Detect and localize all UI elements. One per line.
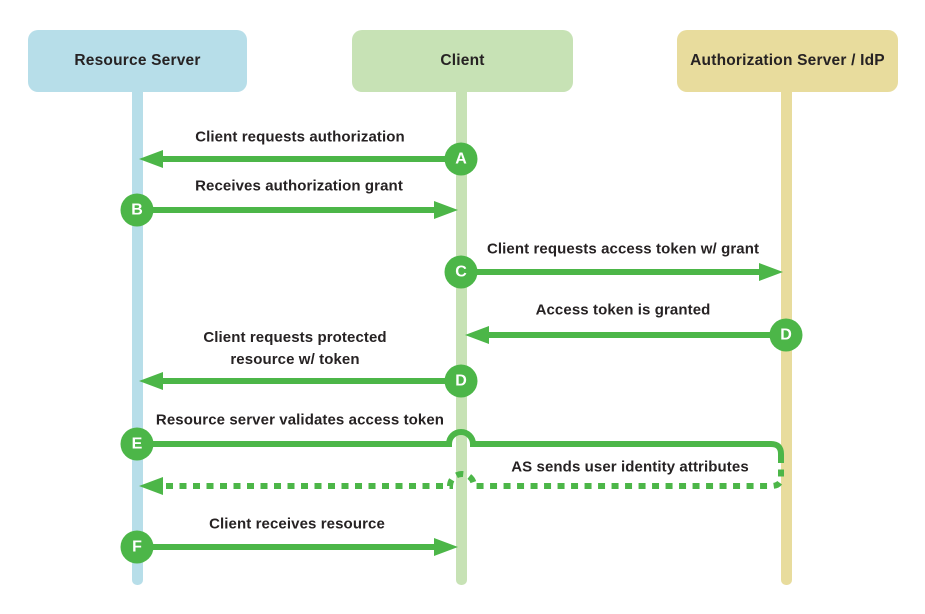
message-label-c: Client requests access token w/ grant — [486, 240, 760, 258]
message-label-a: Client requests authorization — [195, 128, 405, 146]
arrow-return-dashed-line — [162, 456, 784, 489]
actor-resource-server: Resource Server — [28, 30, 247, 92]
step-letter-f: F — [132, 538, 142, 555]
step-letter-d1: D — [780, 326, 792, 343]
arrow-c-head — [759, 263, 783, 281]
arrow-return-dashed-head — [139, 477, 163, 495]
actor-resource-server-label: Resource Server — [74, 52, 201, 69]
actor-auth-server: Authorization Server / IdP — [677, 30, 898, 92]
message-label-b: Receives authorization grant — [195, 177, 403, 195]
step-letter-c: C — [455, 263, 467, 280]
message-label-return: AS sends user identity attributes — [511, 458, 749, 476]
arrow-e-line — [137, 429, 784, 456]
lifeline-resource-server — [131, 92, 143, 585]
message-label-f: Client receives resource — [209, 515, 385, 533]
step-badge-a: A — [444, 142, 478, 176]
arrow-f-head — [434, 538, 458, 556]
message-label-e: Resource server validates access token — [155, 411, 445, 429]
step-letter-b: B — [131, 201, 143, 218]
arrow-b-head — [434, 201, 458, 219]
step-letter-d2: D — [455, 372, 467, 389]
step-badge-b: B — [120, 193, 154, 227]
step-badge-c: C — [444, 255, 478, 289]
actor-client-label: Client — [440, 52, 485, 69]
step-letter-a: A — [455, 150, 467, 167]
arrow-d1-head — [465, 326, 489, 344]
arrow-d2-head — [139, 372, 163, 390]
step-letter-e: E — [131, 435, 143, 452]
actor-auth-server-label: Authorization Server / IdP — [690, 52, 885, 69]
message-label-d2: Client requests protected resource w/ to… — [203, 329, 387, 368]
lifeline-client — [455, 92, 467, 585]
message-label-d1: Access token is granted — [535, 301, 711, 319]
step-badge-f: F — [120, 530, 154, 564]
step-badge-d2: D — [444, 364, 478, 398]
arrow-a-head — [139, 150, 163, 168]
actor-client: Client — [352, 30, 573, 92]
step-badge-e: E — [120, 427, 154, 461]
step-badge-d1: D — [769, 318, 803, 352]
